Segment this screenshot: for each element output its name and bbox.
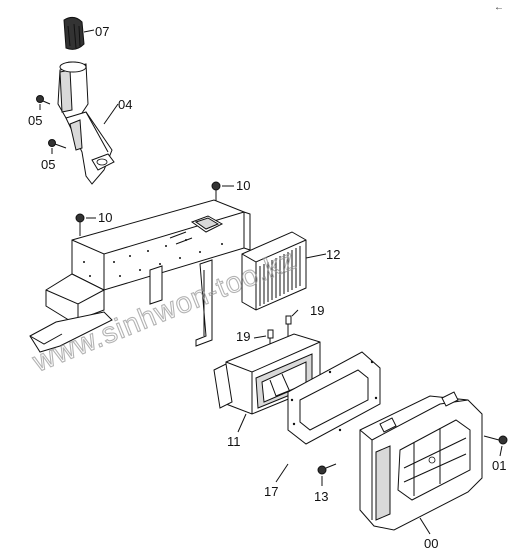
callout-13: 13 <box>314 489 328 504</box>
bolt-13 <box>317 463 337 475</box>
callout-00: 00 <box>424 536 438 551</box>
corner-mark: ← <box>494 2 504 13</box>
callout-11: 11 <box>227 434 241 449</box>
callout-19-left: 19 <box>236 329 250 344</box>
main-frame <box>29 199 251 353</box>
callout-19-right: 19 <box>310 303 324 318</box>
part-04-lever-column <box>57 61 115 185</box>
callout-05-lower: 05 <box>41 157 55 172</box>
bolt-01 <box>483 435 508 445</box>
part-17-gasket <box>287 351 381 445</box>
part-12-filter <box>241 231 307 311</box>
callout-10-left: 10 <box>98 210 112 225</box>
callout-17: 17 <box>264 484 278 499</box>
callout-01: 01 <box>492 458 506 473</box>
callout-07: 07 <box>95 24 109 39</box>
callout-04: 04 <box>118 97 132 112</box>
leader-lines <box>39 29 503 535</box>
callout-12: 12 <box>326 247 340 262</box>
bolt-05-upper <box>36 95 51 105</box>
bolt-10-left <box>75 213 85 236</box>
callout-05-upper: 05 <box>28 113 42 128</box>
callout-10-right: 10 <box>236 178 250 193</box>
bolt-05-lower <box>48 139 67 149</box>
part-00-cover <box>359 391 483 531</box>
